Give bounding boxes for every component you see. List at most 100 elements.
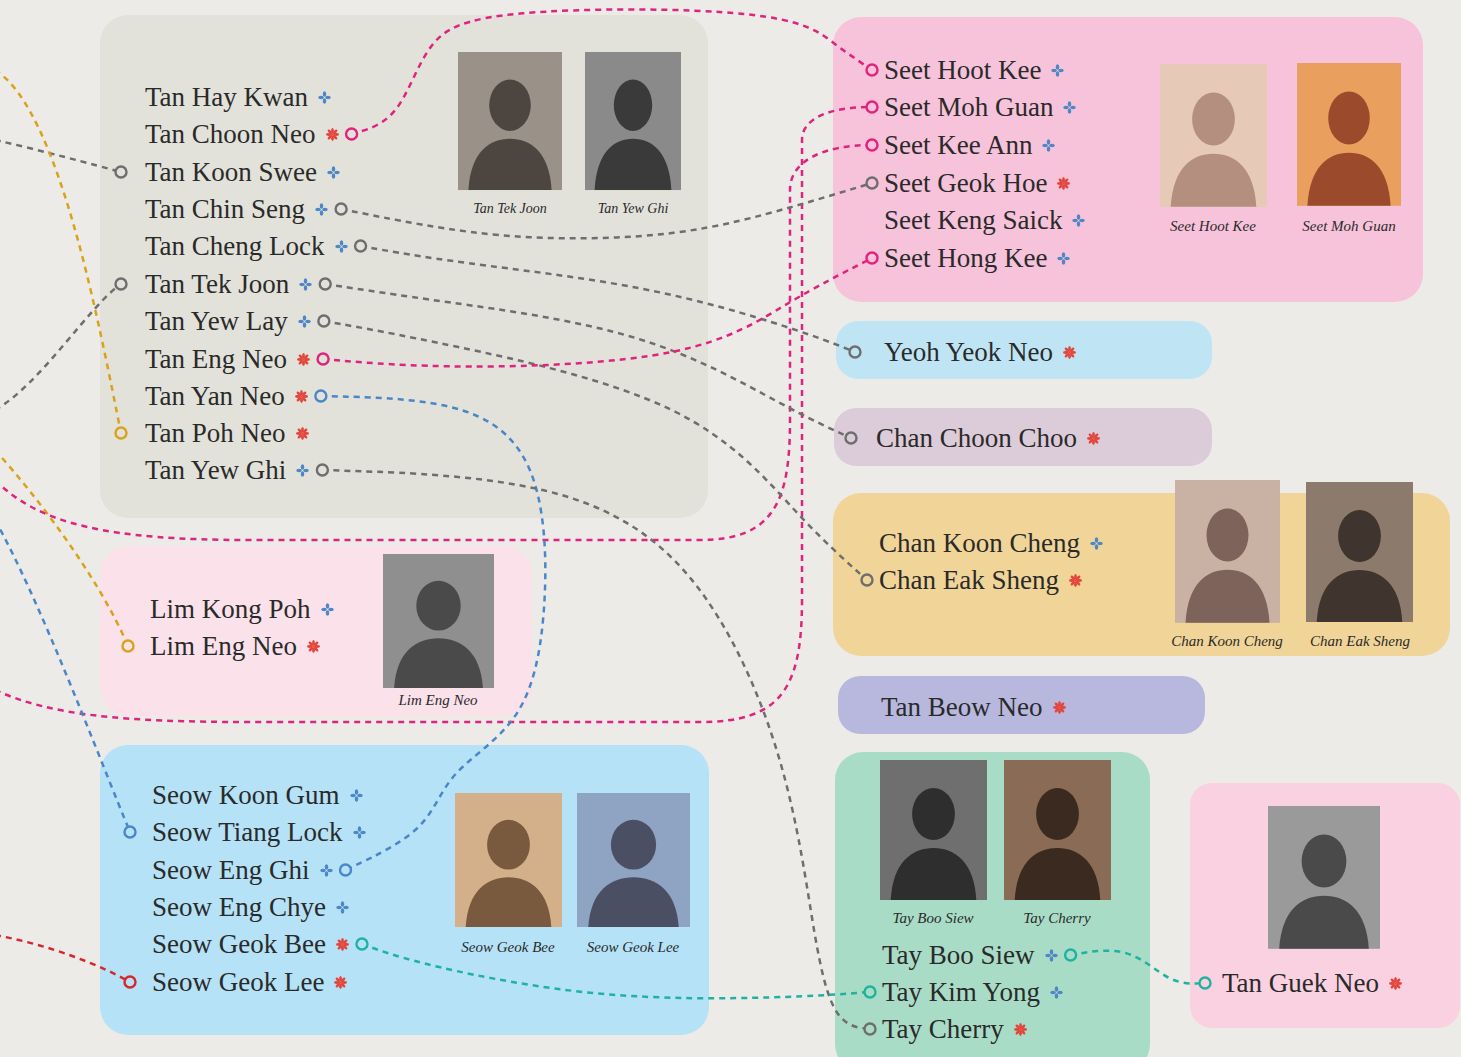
- symbol-petal: [1090, 541, 1096, 545]
- symbol-core: [1063, 182, 1065, 184]
- person-name: Seet Kee Ann: [884, 128, 1032, 162]
- person-row: Lim Kong Poh: [150, 592, 335, 626]
- symbol-petal: [323, 98, 327, 104]
- symbol-petal: [334, 170, 340, 174]
- person-row: Seow Tiang Lock: [152, 815, 367, 849]
- photo-head: [912, 788, 955, 840]
- link-dot: [320, 279, 331, 290]
- person-name: Lim Eng Neo: [150, 629, 297, 663]
- person-name: Seet Keng Saick: [884, 203, 1062, 237]
- portrait-photo: [577, 793, 690, 927]
- symbol-petal: [336, 905, 342, 909]
- photo-caption: Tay Cherry: [1023, 910, 1090, 926]
- link-dot: [867, 140, 878, 151]
- female-symbol: [1086, 431, 1101, 446]
- caption-slot: Lim Eng Neo: [398, 691, 477, 709]
- photo-head: [614, 80, 652, 131]
- male-symbol: [1041, 138, 1056, 153]
- symbol-petal: [297, 468, 303, 472]
- symbol-petal: [343, 905, 349, 909]
- male-symbol: [297, 314, 312, 329]
- person-name: Chan Koon Cheng: [879, 526, 1080, 560]
- symbol-petal: [326, 128, 332, 134]
- link-dot: [125, 977, 136, 988]
- person-name: Seow Geok Bee: [152, 927, 326, 961]
- symbol-petal: [304, 468, 310, 472]
- photo-ground: [1175, 480, 1280, 623]
- person-row: Tan Koon Swee: [145, 155, 341, 189]
- symbol-petal: [1047, 139, 1051, 145]
- symbol-petal: [305, 319, 311, 323]
- symbol-petal: [1050, 990, 1056, 994]
- male-symbol: [1044, 948, 1059, 963]
- portrait-photo: [455, 793, 562, 927]
- male-symbol: [320, 602, 335, 617]
- symbol-petal: [327, 868, 333, 872]
- person-row: Chan Koon Cheng: [879, 526, 1104, 560]
- person-name: Tan Chin Seng: [145, 192, 305, 226]
- photo-body: [588, 877, 678, 927]
- photo-ground: [1160, 64, 1267, 207]
- photo-head: [487, 820, 530, 870]
- symbol-core: [1394, 982, 1396, 984]
- symbol-core: [1068, 351, 1070, 353]
- symbol-petal: [339, 240, 343, 246]
- person-row: Tay Cherry: [882, 1012, 1028, 1046]
- symbol-petal: [357, 826, 361, 832]
- portrait-photo: [1268, 806, 1380, 949]
- male-symbol: [298, 277, 313, 292]
- link-dot: [846, 433, 857, 444]
- portrait-photo: [585, 52, 681, 190]
- symbol-petal: [299, 282, 305, 286]
- symbol-petal: [303, 322, 307, 328]
- photo-caption: Tan Yew Ghi: [598, 201, 669, 216]
- photo-caption: Tan Tek Joon: [473, 201, 547, 216]
- caption-slot: Seow Geok Bee: [461, 938, 554, 956]
- person-name: Tan Tek Joon: [145, 267, 289, 301]
- photo-caption: Seow Geok Bee: [461, 939, 554, 955]
- symbol-petal: [1080, 218, 1086, 222]
- person-row: Tan Yew Lay: [145, 304, 312, 338]
- symbol-core: [1058, 706, 1060, 708]
- person-row: Chan Eak Sheng: [879, 563, 1083, 597]
- symbol-petal: [1043, 143, 1049, 147]
- symbol-petal: [1056, 71, 1060, 77]
- male-symbol: [1050, 63, 1065, 78]
- photo-body: [1015, 848, 1101, 900]
- symbol-petal: [321, 607, 327, 611]
- female-symbol: [335, 937, 350, 952]
- symbol-petal: [332, 173, 336, 179]
- symbol-petal: [341, 901, 345, 907]
- link-dot: [317, 465, 328, 476]
- male-symbol: [1049, 985, 1064, 1000]
- link-dot: [850, 347, 861, 358]
- person-name: Tan Cheng Lock: [145, 229, 325, 263]
- photo-head: [1328, 92, 1370, 145]
- person-row: Tan Choon Neo: [145, 117, 340, 151]
- person-name: Chan Choon Choo: [876, 421, 1077, 455]
- symbol-petal: [1055, 993, 1059, 999]
- person-name: Seet Moh Guan: [884, 90, 1053, 124]
- portrait-photo: [1297, 63, 1401, 206]
- person-row: Tan Cheng Lock: [145, 229, 349, 263]
- symbol-petal: [1052, 68, 1058, 72]
- symbol-petal: [1050, 143, 1056, 147]
- symbol-petal: [1053, 701, 1059, 707]
- symbol-petal: [1057, 990, 1063, 994]
- link-dot: [1200, 978, 1211, 989]
- photo-body: [1171, 154, 1257, 207]
- off-page-link: [0, 450, 128, 646]
- male-symbol: [1089, 536, 1104, 551]
- symbol-petal: [308, 640, 314, 646]
- photo-body: [891, 848, 977, 900]
- off-page-link: [0, 140, 121, 172]
- male-symbol: [335, 900, 350, 915]
- symbol-petal: [301, 471, 305, 477]
- photo-head: [1338, 510, 1381, 562]
- caption-slot: Seow Geok Lee: [587, 938, 679, 956]
- male-symbol: [1062, 100, 1077, 115]
- person-row: Seet Keng Saick: [884, 203, 1086, 237]
- person-name: Tan Yew Ghi: [145, 453, 286, 487]
- person-name: Seow Tiang Lock: [152, 815, 343, 849]
